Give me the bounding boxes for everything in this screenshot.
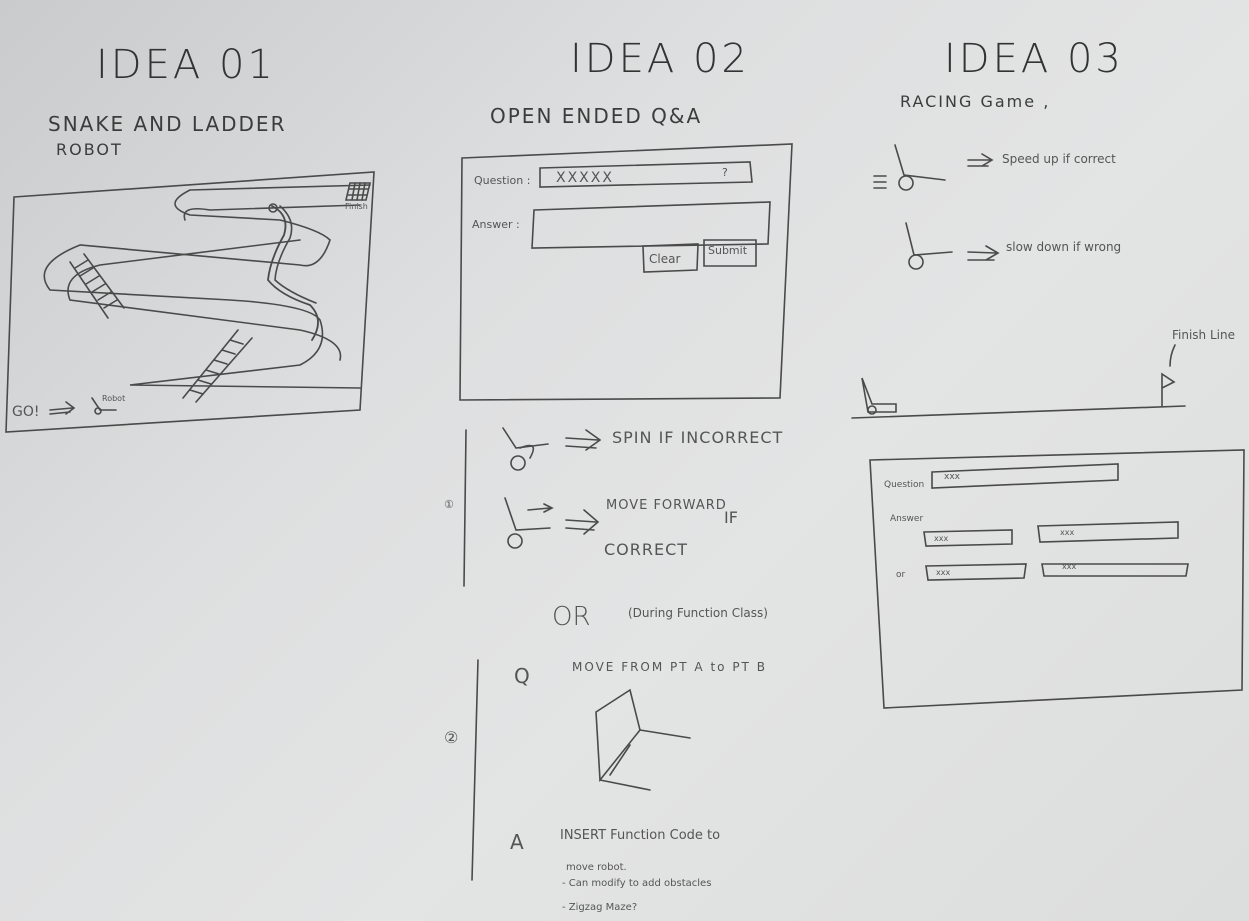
a-label: A	[510, 830, 524, 854]
speed-up-text: Speed up if correct	[1002, 152, 1116, 166]
idea2-subtitle: OPEN ENDED Q&A	[490, 104, 703, 128]
finish-line-label: Finish Line	[1172, 328, 1235, 342]
race-option-3[interactable]: xxx	[936, 568, 951, 577]
correct-text: CORRECT	[604, 540, 689, 559]
idea1-title: IDEA 01	[96, 42, 276, 88]
snake-ladder-board	[5, 171, 375, 433]
answer-field[interactable]	[540, 214, 760, 242]
spin-text: SPIN IF INCORRECT	[612, 428, 784, 447]
race-option-4[interactable]: xxx	[1062, 562, 1077, 571]
race-answer-label: Answer	[890, 514, 924, 524]
race-option-1[interactable]: xxx	[934, 534, 949, 543]
or-note: (During Function Class)	[628, 606, 768, 620]
slow-down-text: slow down if wrong	[1006, 240, 1122, 254]
a-line4: - Zigzag Maze?	[562, 902, 638, 913]
option1-number: ①	[444, 498, 454, 511]
idea1-subtitle-line2: ROBOT	[56, 140, 123, 159]
question-mark: ?	[722, 166, 728, 179]
race-question-label: Question	[884, 480, 925, 490]
question-field[interactable]: XXXXX	[556, 170, 614, 186]
finish-label: Finish	[345, 202, 368, 211]
submit-button[interactable]: Submit	[708, 244, 748, 257]
move-forward-text: MOVE FORWARD	[606, 498, 727, 513]
if-text: IF	[724, 508, 738, 527]
race-option-2[interactable]: xxx	[1060, 528, 1075, 537]
a-line2: move robot.	[566, 862, 627, 873]
a-line3: - Can modify to add obstacles	[562, 878, 712, 889]
idea2-title: IDEA 02	[570, 36, 750, 82]
or-text: OR	[552, 602, 591, 632]
q-text: MOVE FROM PT A to PT B	[572, 660, 767, 674]
option2-number: ②	[444, 728, 459, 747]
clear-button[interactable]: Clear	[649, 252, 681, 266]
racing-drawings	[851, 144, 1245, 709]
robot-label: Robot	[102, 394, 126, 403]
a-text: INSERT Function Code to	[560, 828, 721, 843]
qa-mockup	[459, 143, 793, 881]
question-label: Question :	[474, 174, 531, 187]
answer-label: Answer :	[472, 218, 520, 231]
race-question-field[interactable]: xxx	[944, 472, 960, 482]
q-label: Q	[514, 664, 530, 688]
race-or-label: or	[896, 570, 906, 580]
idea3-title: IDEA 03	[944, 36, 1124, 82]
idea3-subtitle: RACING Game ,	[900, 92, 1051, 111]
go-label: GO!	[12, 404, 40, 420]
idea1-subtitle: SNAKE AND LADDER	[48, 112, 287, 136]
